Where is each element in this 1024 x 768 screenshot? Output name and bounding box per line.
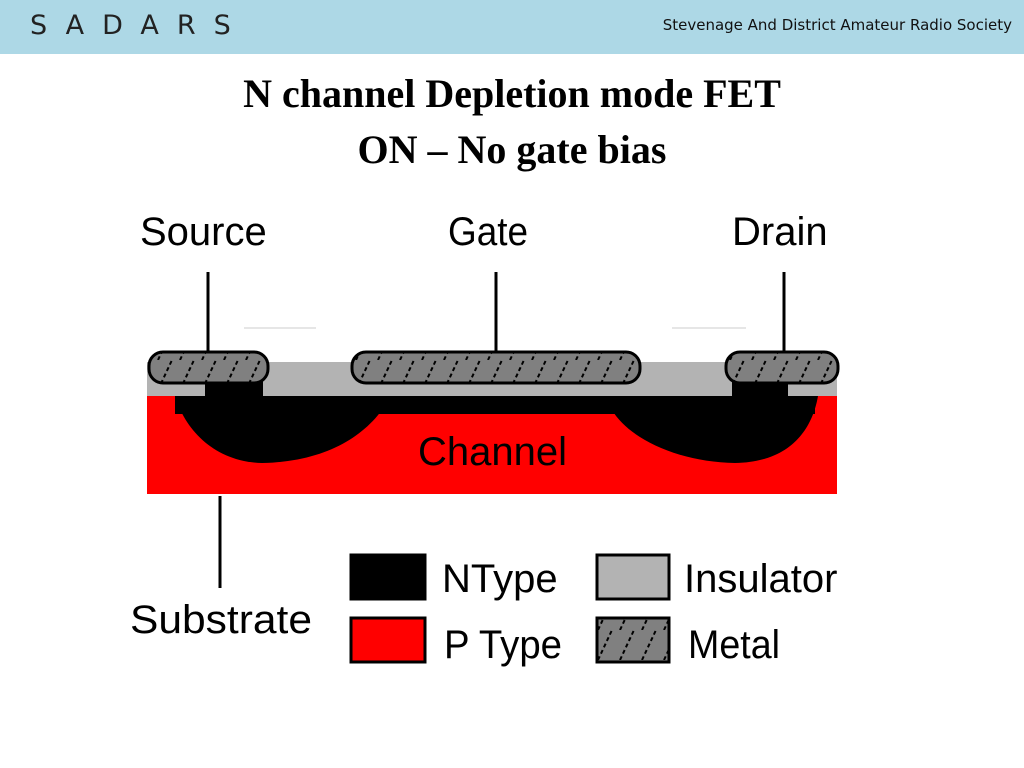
header-bar: SADARS Stevenage And District Amateur Ra…: [0, 0, 1024, 54]
gate-metal: [350, 350, 642, 385]
source-label: Source: [140, 210, 267, 254]
legend-ptype-swatch: [349, 616, 427, 664]
slide-title-line2: ON – No gate bias: [357, 127, 667, 172]
gate-label: Gate: [448, 210, 528, 254]
society-name: Stevenage And District Amateur Radio Soc…: [662, 16, 1012, 34]
legend-metal-label: Metal: [688, 623, 780, 667]
channel-label: Channel: [418, 430, 567, 474]
legend-ptype-label: P Type: [444, 623, 562, 667]
legend-ntype-label: NType: [442, 557, 558, 601]
drain-label: Drain: [732, 210, 828, 254]
legend-insulator-label: Insulator: [684, 557, 837, 601]
source-n-well: [175, 396, 382, 463]
substrate-label: Substrate: [130, 598, 312, 642]
slide-title-line1: N channel Depletion mode FET: [243, 71, 781, 116]
source-metal: [147, 350, 270, 385]
legend-metal-swatch: [595, 616, 671, 664]
legend-insulator-swatch: [595, 553, 671, 601]
legend-ntype-swatch: [349, 553, 427, 601]
drain-n-well: [612, 396, 818, 463]
logo-text: SADARS: [30, 10, 249, 41]
drain-metal: [724, 350, 840, 385]
